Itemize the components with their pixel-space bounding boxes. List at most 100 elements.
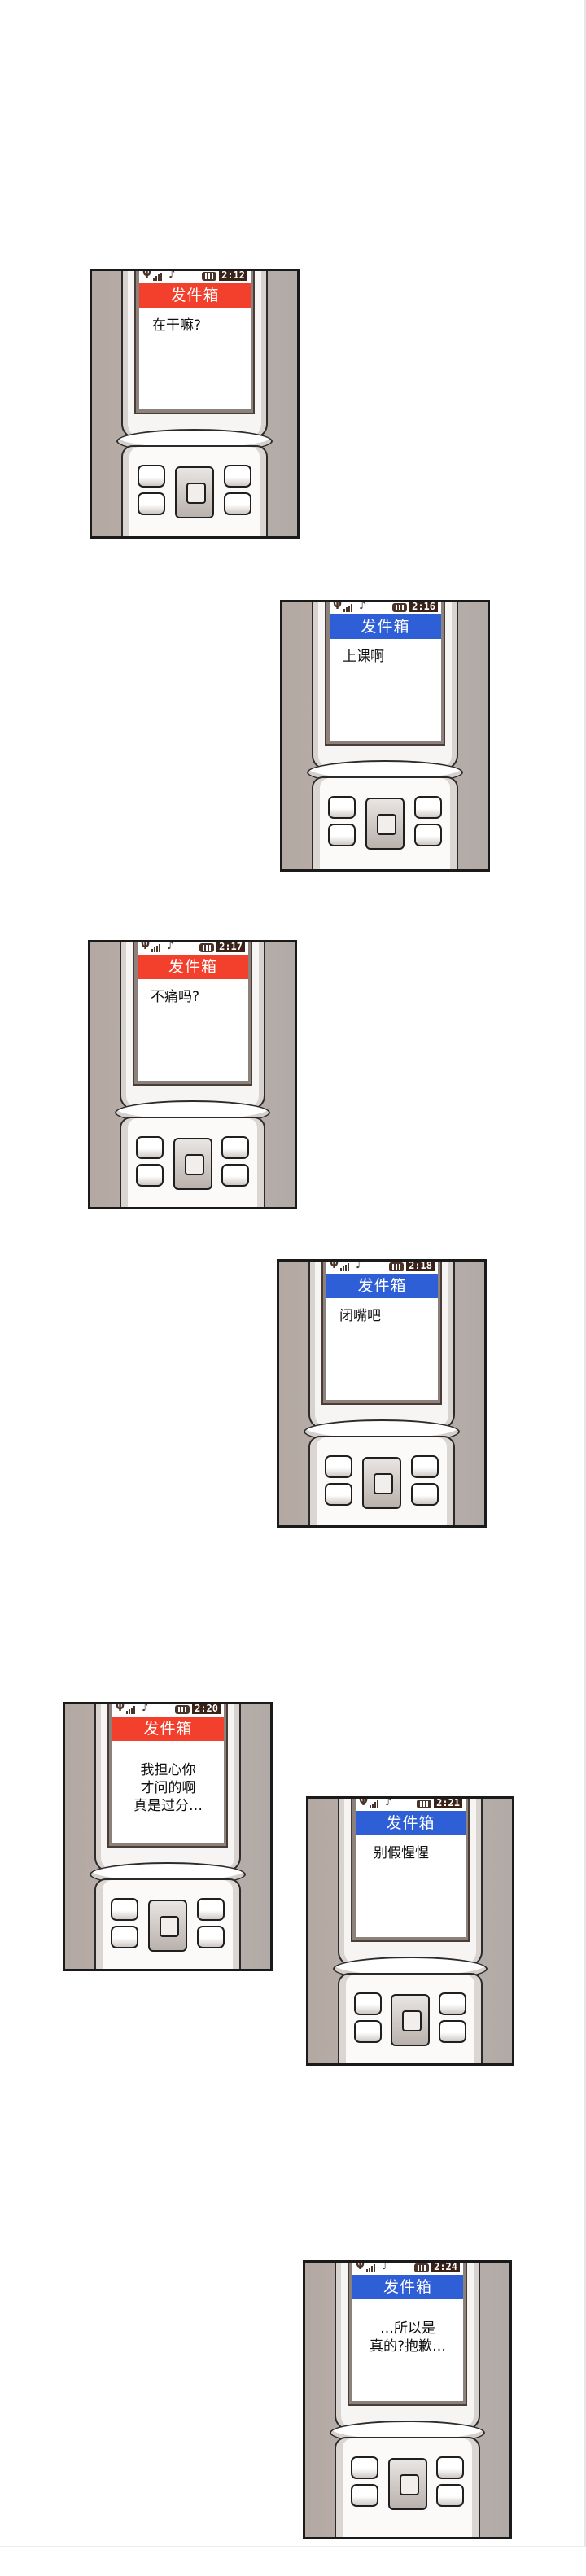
clock: 2:20 <box>192 1704 221 1714</box>
phone-screen: Ψ ♪ 2:21 发件箱 别假惺惺 <box>356 1799 466 1937</box>
antenna-icon: Ψ <box>356 2260 365 2272</box>
phone-upper-half: Ψ ♪ 2:17 发件箱 不痛吗? <box>120 942 265 1110</box>
soft-key-left-top <box>136 1136 164 1159</box>
phone-screen-frame: Ψ ♪ 2:17 发件箱 不痛吗? <box>133 942 252 1086</box>
keypad <box>351 2456 464 2510</box>
clock: 2:17 <box>216 942 245 952</box>
battery-icon <box>202 272 217 281</box>
dpad-center-key <box>184 1154 204 1175</box>
signal-bars-icon <box>340 1262 350 1271</box>
status-bar: Ψ ♪ 2:18 <box>326 1259 438 1271</box>
soft-key-left-top <box>351 2456 378 2479</box>
music-note-icon: ♪ <box>142 1702 149 1714</box>
soft-key-left-top <box>354 1992 382 2015</box>
signal-bars-icon <box>126 1704 136 1714</box>
comic-panel-7: Ψ ♪ 2:24 发件箱 …所以是 真的?抱歉… <box>303 2260 512 2539</box>
outbox-header: 发件箱 <box>138 955 248 979</box>
soft-key-right-top <box>197 1898 225 1921</box>
status-bar: Ψ ♪ 2:20 <box>112 1702 224 1714</box>
phone-screen: Ψ ♪ 2:24 发件箱 …所以是 真的?抱歉… <box>352 2260 463 2401</box>
phone-screen: Ψ ♪ 2:20 发件箱 我担心你 才问的啊 真是过分… <box>112 1702 224 1843</box>
phone-screen: Ψ ♪ 2:12 发件箱 在干嘛? <box>139 269 251 409</box>
clock: 2:24 <box>431 2263 460 2272</box>
message-text: 在干嘛? <box>152 317 202 334</box>
status-bar: Ψ ♪ 2:17 <box>138 942 248 952</box>
phone-upper-half: Ψ ♪ 2:16 发件箱 上课啊 <box>312 600 458 770</box>
signal-bars-icon <box>366 2263 376 2272</box>
dpad <box>173 1138 212 1190</box>
phone-screen: Ψ ♪ 2:18 发件箱 闭嘴吧 <box>326 1259 438 1400</box>
end-key <box>197 1926 225 1948</box>
phone-screen-frame: Ψ ♪ 2:24 发件箱 …所以是 真的?抱歉… <box>348 2260 467 2406</box>
antenna-icon: Ψ <box>333 600 343 612</box>
call-key <box>138 492 165 515</box>
phone-upper-half: Ψ ♪ 2:12 发件箱 在干嘛? <box>121 269 268 439</box>
keypad <box>328 796 442 850</box>
antenna-icon: Ψ <box>116 1702 125 1714</box>
message-text: …所以是 真的?抱歉… <box>369 2320 447 2355</box>
clock: 2:18 <box>406 1262 435 1271</box>
dpad <box>175 466 214 518</box>
phone-screen: Ψ ♪ 2:17 发件箱 不痛吗? <box>138 942 248 1081</box>
battery-icon <box>389 1262 405 1271</box>
phone-upper-half: Ψ ♪ 2:20 发件箱 我担心你 才问的啊 真是过分… <box>94 1702 241 1872</box>
end-key <box>224 492 251 515</box>
soft-key-right-top <box>411 1455 439 1478</box>
comic-panel-6: Ψ ♪ 2:21 发件箱 别假惺惺 <box>306 1796 514 2066</box>
flip-phone: Ψ ♪ 2:24 发件箱 …所以是 真的?抱歉… <box>330 2260 485 2537</box>
battery-icon <box>199 943 215 952</box>
dpad-center-key <box>160 1916 179 1937</box>
soft-key-right-top <box>414 796 442 819</box>
outbox-header: 发件箱 <box>139 283 251 308</box>
phone-keypad-half <box>121 445 268 536</box>
comic-panel-1: Ψ ♪ 2:12 发件箱 在干嘛? <box>90 269 300 539</box>
phone-screen-frame: Ψ ♪ 2:21 发件箱 别假惺惺 <box>351 1799 470 1942</box>
dpad-center-key <box>377 814 396 835</box>
phone-keypad-half <box>120 1117 265 1207</box>
call-key <box>111 1926 138 1948</box>
status-bar: Ψ ♪ 2:21 <box>356 1799 466 1808</box>
phone-screen-frame: Ψ ♪ 2:12 发件箱 在干嘛? <box>134 269 255 414</box>
clock: 2:21 <box>434 1799 462 1808</box>
flip-phone: Ψ ♪ 2:17 发件箱 不痛吗? <box>115 942 270 1207</box>
music-note-icon: ♪ <box>359 600 366 612</box>
comic-panel-2: Ψ ♪ 2:16 发件箱 上课啊 <box>280 600 490 872</box>
soft-key-right-top <box>224 465 251 488</box>
comic-panel-5: Ψ ♪ 2:20 发件箱 我担心你 才问的啊 真是过分… <box>63 1702 273 1971</box>
signal-bars-icon <box>151 942 161 952</box>
music-note-icon: ♪ <box>356 1259 363 1271</box>
status-bar: Ψ ♪ 2:24 <box>352 2260 463 2272</box>
music-note-icon: ♪ <box>382 2260 389 2272</box>
keypad <box>111 1898 225 1952</box>
soft-key-right-top <box>221 1136 249 1159</box>
flip-phone: Ψ ♪ 2:20 发件箱 我担心你 才问的啊 真是过分… <box>90 1702 246 1969</box>
end-key <box>439 2020 466 2043</box>
phone-screen-frame: Ψ ♪ 2:18 发件箱 闭嘴吧 <box>321 1259 442 1405</box>
keypad <box>136 1136 249 1190</box>
call-key <box>136 1164 164 1187</box>
outbox-header: 发件箱 <box>356 1811 466 1835</box>
battery-icon <box>417 1800 432 1808</box>
soft-key-left-top <box>325 1455 352 1478</box>
dpad-center-key <box>374 1473 393 1494</box>
dpad-center-key <box>186 483 206 504</box>
signal-bars-icon <box>153 271 163 281</box>
flip-phone: Ψ ♪ 2:16 发件箱 上课啊 <box>307 600 463 869</box>
signal-bars-icon <box>343 602 353 612</box>
battery-icon <box>414 2263 430 2272</box>
end-key <box>414 824 442 846</box>
phone-keypad-half <box>335 2437 480 2537</box>
end-key <box>221 1164 249 1187</box>
outbox-header: 发件箱 <box>112 1717 224 1741</box>
soft-key-left-top <box>111 1898 138 1921</box>
battery-icon <box>392 603 408 612</box>
message-text: 不痛吗? <box>151 989 200 1005</box>
music-note-icon: ♪ <box>168 269 176 281</box>
battery-icon <box>175 1705 190 1714</box>
soft-key-left-top <box>138 465 165 488</box>
phone-keypad-half <box>312 776 458 869</box>
soft-key-right-top <box>439 1992 466 2015</box>
dpad-center-key <box>399 2474 419 2495</box>
outbox-header: 发件箱 <box>352 2275 463 2299</box>
